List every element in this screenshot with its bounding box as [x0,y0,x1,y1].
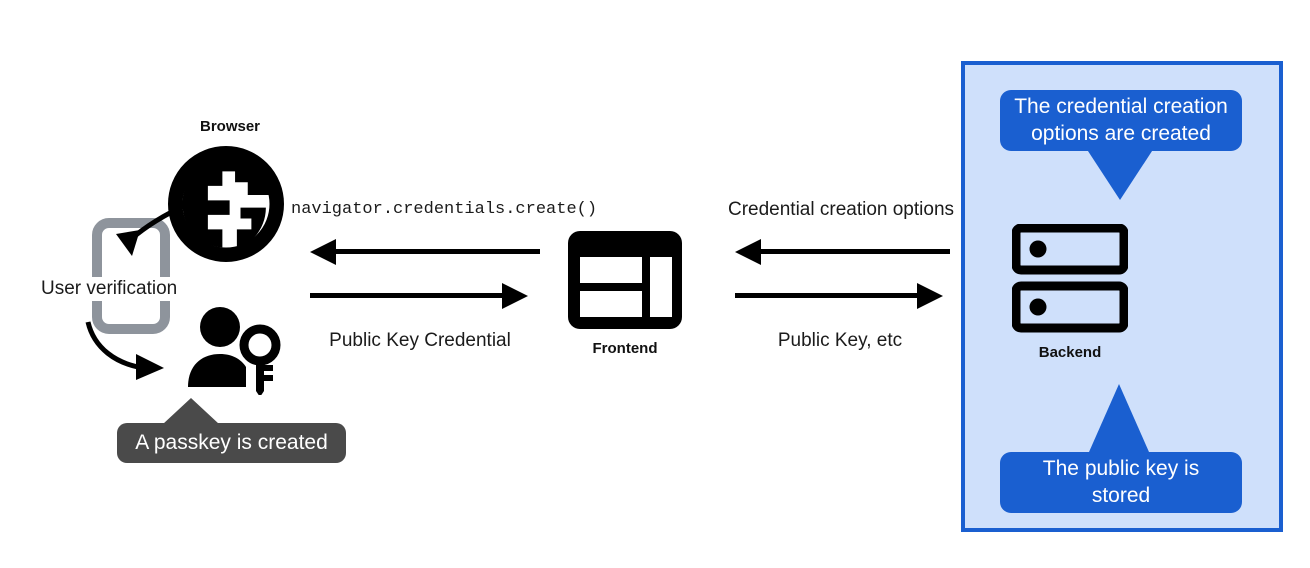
public-key-stored-callout-tail [1089,384,1149,452]
flow-label-credential-creation-options: Credential creation options [727,199,955,220]
backend-label: Backend [1038,344,1102,361]
arrow-shaft [310,293,506,298]
arrow-head-left-icon [735,239,761,265]
frontend-label: Frontend [592,340,658,357]
arrow-head-right-icon [917,283,943,309]
public-key-stored-callout: The public key is stored [1000,452,1242,513]
arrow-frontend-to-browser [310,238,540,266]
arrow-browser-to-phone [88,200,198,280]
arrow-browser-to-frontend [310,282,530,310]
flow-label-navigator-credentials-create: navigator.credentials.create() [291,200,598,219]
arrow-frontend-to-backend [735,282,945,310]
public-key-stored-callout-text: The public key is stored [1042,457,1200,507]
passkey-created-tooltip-text: A passkey is created [135,431,328,454]
arrow-head-left-icon [310,239,336,265]
browser-label: Browser [199,118,261,135]
credential-options-callout-tail [1086,148,1154,200]
passkey-created-tooltip: A passkey is created [117,423,346,463]
arrow-phone-to-user [78,318,188,388]
globe-icon [168,146,284,262]
credential-options-callout-text: The credential creation options are crea… [1014,95,1228,145]
user-verification-label: User verification [38,277,181,301]
server-rack-icon [1011,223,1129,334]
flow-label-public-key-credential: Public Key Credential [329,330,511,351]
passkey-created-tooltip-tail [163,398,219,424]
arrow-head-right-icon [502,283,528,309]
arrow-shaft [759,249,950,254]
arrow-shaft [334,249,540,254]
web-layout-icon [568,231,682,329]
arrow-backend-to-frontend [735,238,950,266]
flow-label-public-key-etc: Public Key, etc [777,330,903,351]
arrow-shaft [735,293,921,298]
mobile-phone-icon [92,218,170,334]
credential-options-callout: The credential creation options are crea… [1000,90,1242,151]
user-with-key-icon [180,305,290,397]
